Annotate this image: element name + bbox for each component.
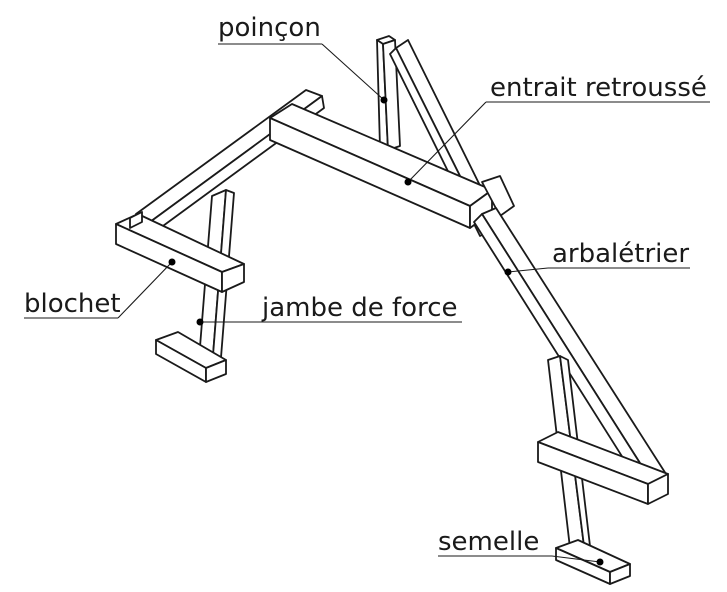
right-sole-plate: [555, 539, 631, 585]
callout-blochet: blochet: [24, 258, 176, 319]
callout-arbaletrier: arbalétrier: [504, 239, 690, 276]
callout-poincon: poinçon: [218, 13, 388, 104]
label-semelle: semelle: [438, 527, 539, 557]
entrait-marker: [404, 178, 412, 186]
left-blochet: [115, 211, 245, 293]
blochet-marker: [168, 258, 176, 266]
callout-semelle: semelle: [438, 527, 604, 566]
callout-entrait-retrousse: entrait retroussé: [404, 73, 710, 186]
label-blochet: blochet: [24, 289, 121, 319]
label-arbaletrier: arbalétrier: [552, 239, 689, 269]
label-jambe-de-force: jambe de force: [261, 293, 457, 323]
arbaletrier-marker: [504, 268, 512, 276]
semelle-marker: [596, 558, 604, 566]
left-sole-plate: [155, 331, 227, 383]
poincon-marker: [380, 96, 388, 104]
callout-jambe-de-force: jambe de force: [196, 293, 462, 326]
label-poincon: poinçon: [218, 13, 321, 43]
label-entrait-retrousse: entrait retroussé: [490, 73, 707, 103]
right-blochet: [537, 431, 669, 505]
jambe-de-force-marker: [196, 318, 204, 326]
